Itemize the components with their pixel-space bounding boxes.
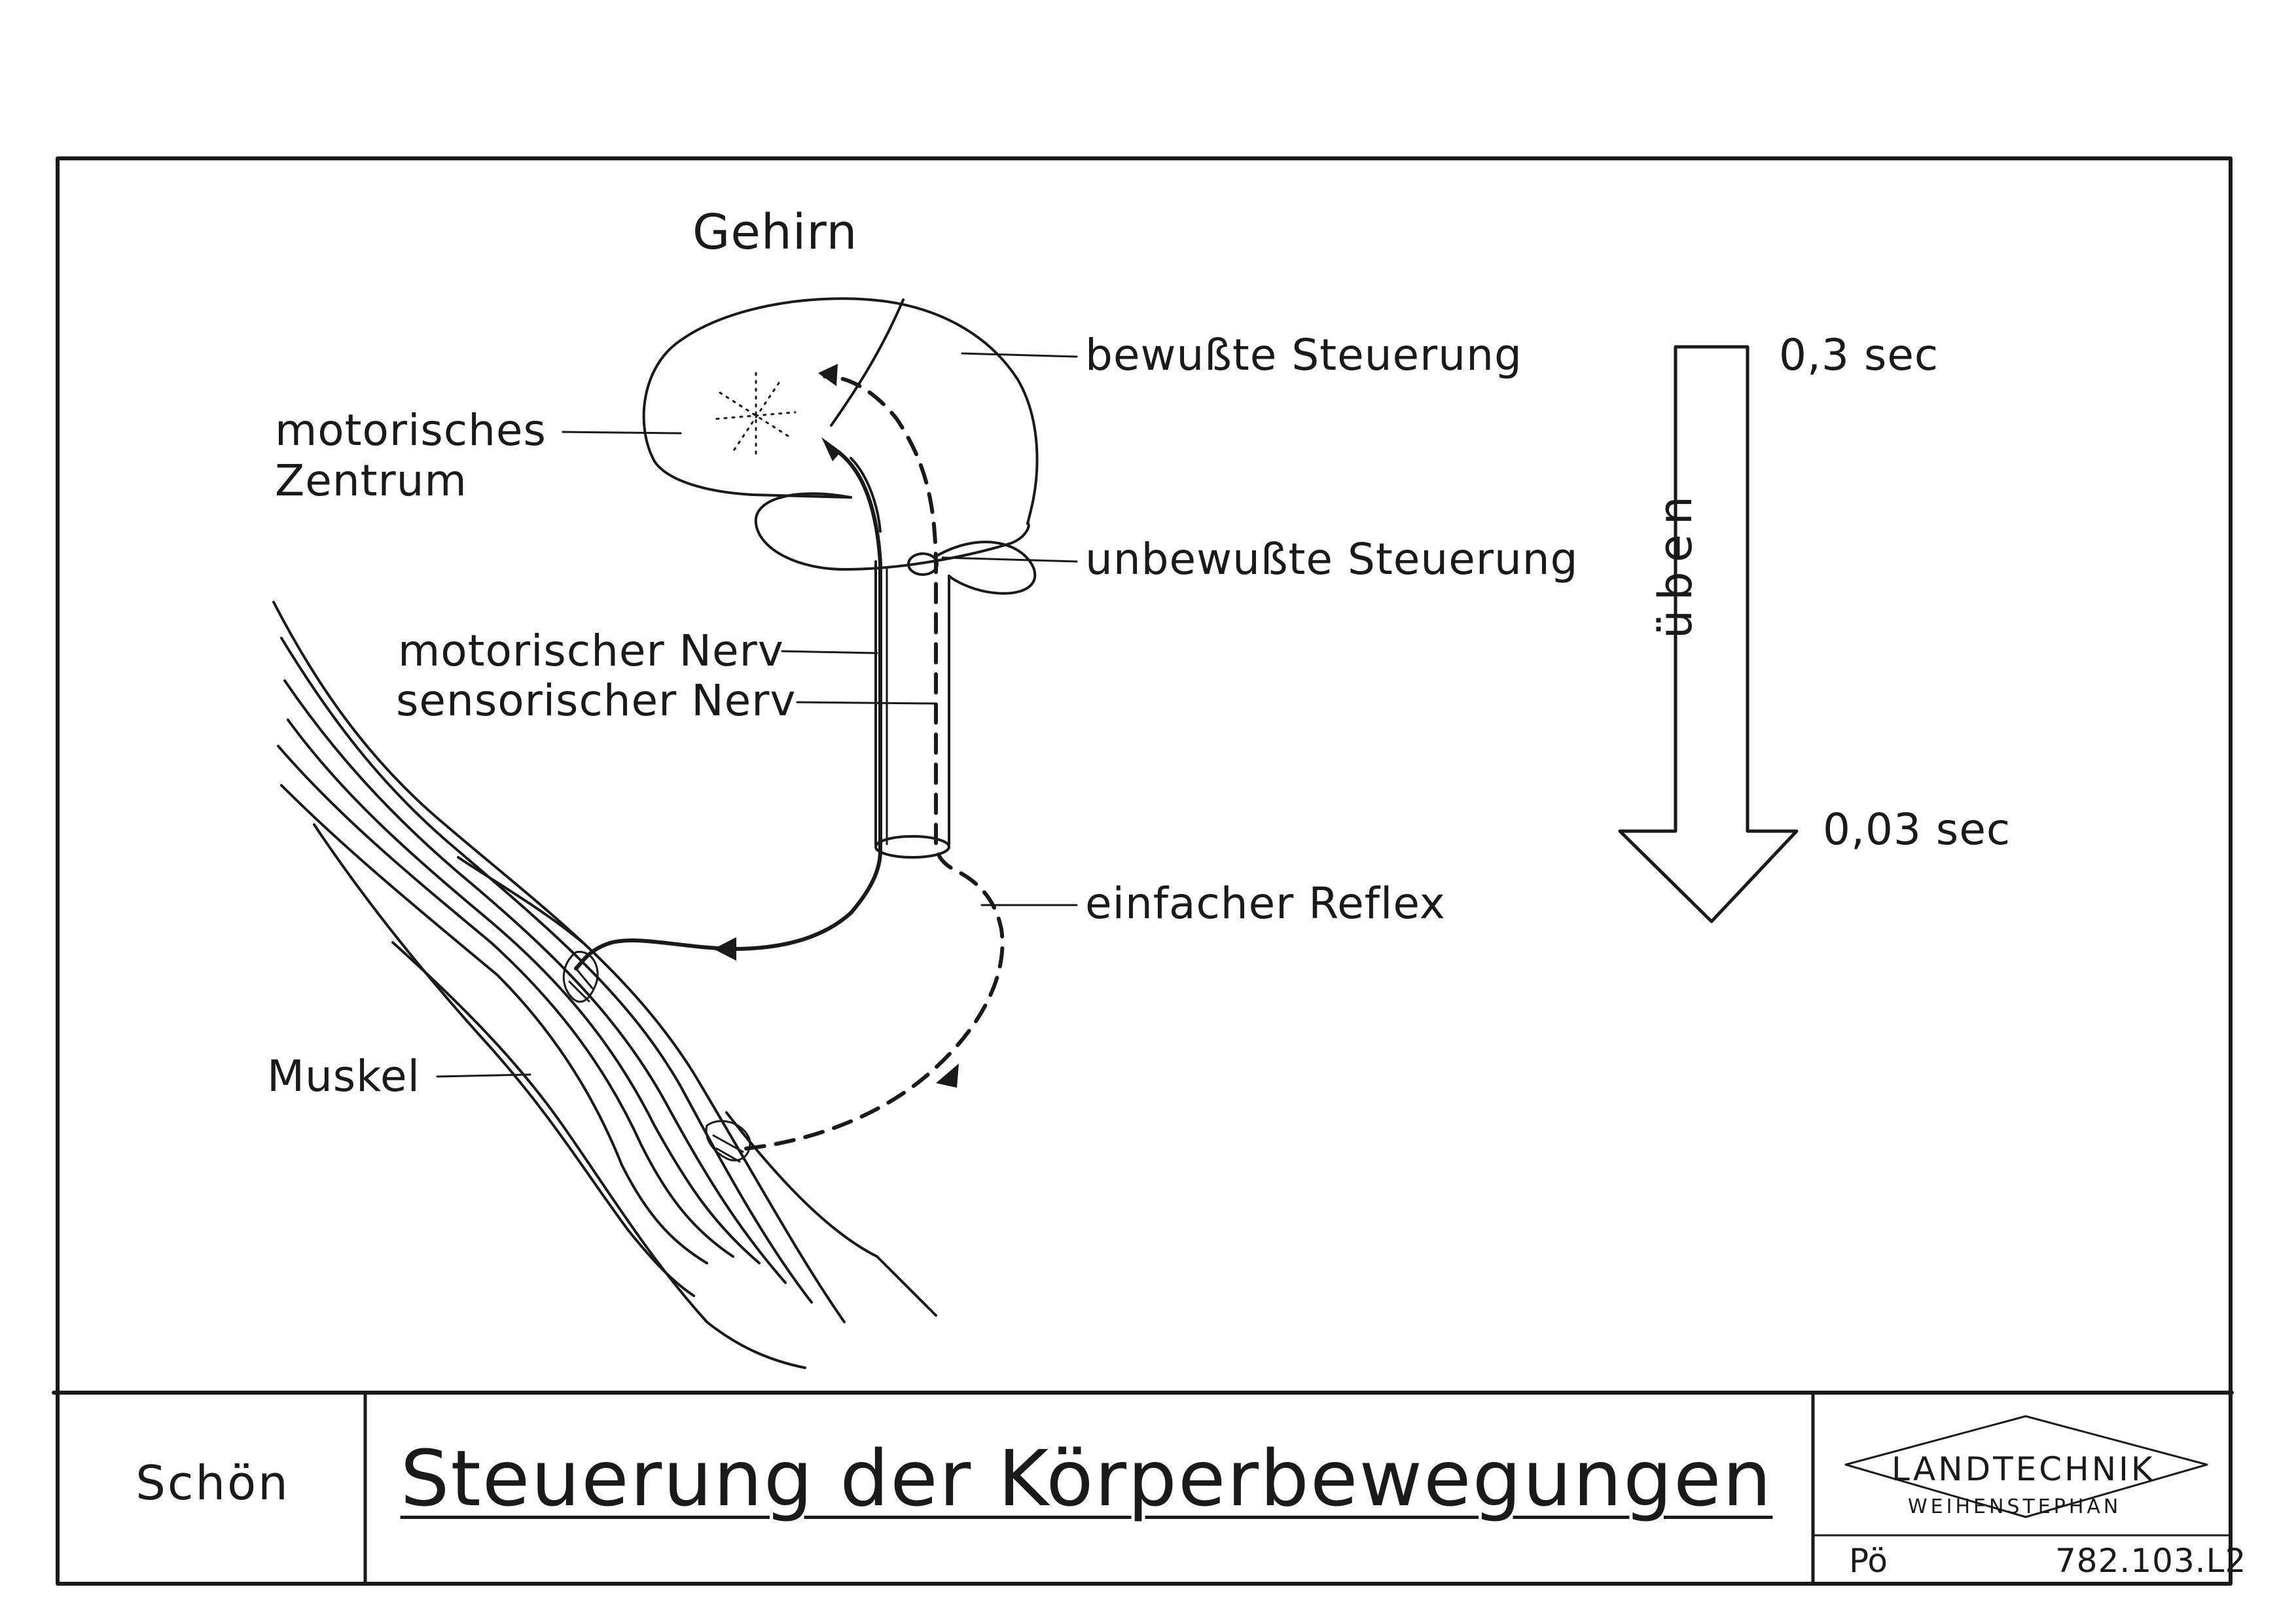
- arrowhead-brain-motor: [821, 437, 841, 461]
- label-zentrum: Zentrum: [275, 455, 467, 506]
- arrowhead-brain: [818, 364, 838, 386]
- label-gehirn: Gehirn: [692, 204, 858, 260]
- label-motorisches: motorisches: [275, 405, 547, 455]
- motor-end-plate: [562, 951, 599, 1003]
- label-top-time: 0,3 sec: [1779, 330, 1939, 380]
- sensory-receptor: [705, 1120, 751, 1163]
- footer-code: 782.103.L2: [2055, 1542, 2247, 1580]
- label-bottom-time: 0,03 sec: [1823, 804, 2011, 855]
- brain-fissure: [850, 457, 882, 533]
- motor-center-star: [715, 372, 797, 456]
- arrowhead-motor: [713, 937, 736, 961]
- sensory-nerve-path: [744, 374, 1005, 1150]
- leader-unbewusste: [941, 556, 1078, 563]
- label-ueben: üben: [1649, 486, 1702, 639]
- spinal-cord-bottom: [874, 835, 950, 859]
- footer-title: Steuerung der Körperbewegungen: [400, 1433, 1773, 1524]
- label-muskel: Muskel: [267, 1051, 420, 1101]
- leader-bewusste: [961, 352, 1078, 358]
- brain-cerebrum: [642, 297, 1039, 525]
- leader-sensorischer: [796, 701, 937, 705]
- footer-initials: Pö: [1849, 1542, 1888, 1580]
- leader-motorischer: [781, 650, 878, 654]
- motor-nerve-path: [574, 450, 882, 971]
- brainstem-lobe: [935, 541, 1037, 595]
- logo-text-weihenstephan: WEIHENSTEPHAN: [1908, 1495, 2122, 1518]
- arrowhead-sensory: [936, 1063, 959, 1088]
- leader-muskel: [436, 1073, 531, 1078]
- label-sensorischer-nerv: sensorischer Nerv: [396, 675, 797, 726]
- logo-text-landtechnik: LANDTECHNIK: [1892, 1450, 2155, 1488]
- practice-arrow: [1618, 345, 1799, 923]
- footer-author: Schön: [135, 1455, 290, 1510]
- leader-motorisches: [562, 431, 682, 435]
- outer-frame: [56, 156, 2233, 1586]
- label-bewusste-steuerung: bewußte Steuerung: [1085, 330, 1522, 380]
- label-unbewusste-steuerung: unbewußte Steuerung: [1085, 534, 1579, 584]
- logo-diamond: [1844, 1415, 2208, 1518]
- brain-cerebellum: [754, 492, 1030, 571]
- muscle-fibers: [272, 601, 937, 1369]
- label-einfacher-reflex: einfacher Reflex: [1085, 878, 1446, 929]
- label-motorischer-nerv: motorischer Nerv: [398, 626, 784, 676]
- brain-sulcus: [830, 298, 905, 427]
- brain-lower-curve: [653, 460, 852, 499]
